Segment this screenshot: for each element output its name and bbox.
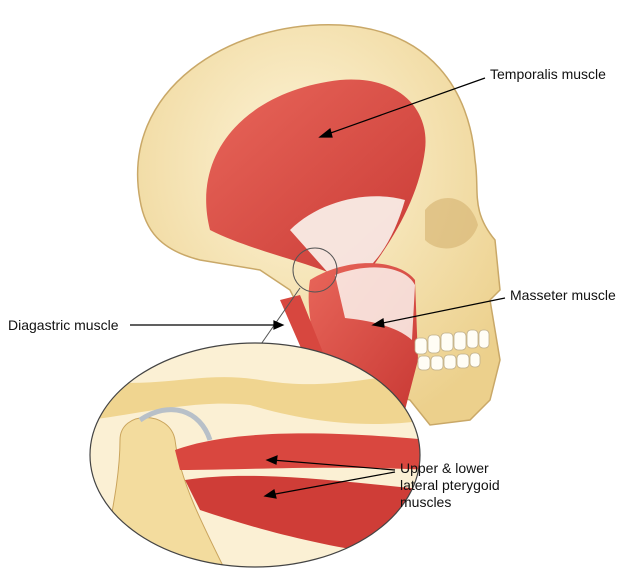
arrowhead (318, 127, 333, 138)
arrowhead (273, 320, 285, 330)
inset-border (89, 342, 421, 568)
pterygoid-leader-lower (269, 471, 396, 496)
label-pterygoid-line1: Upper & lower (400, 460, 489, 476)
masseter-tendon (335, 267, 415, 340)
label-pterygoid: Upper & lower lateral pterygoid muscles (400, 460, 500, 511)
temporalis-tendon (290, 196, 405, 275)
pterygoid-leader-upper (271, 459, 396, 471)
label-pterygoid-line2: lateral pterygoid (400, 477, 500, 493)
masseter-leader (377, 297, 506, 325)
label-diagastric: Diagastric muscle (8, 317, 119, 333)
joint-highlight-circle (292, 247, 338, 293)
label-masseter: Masseter muscle (510, 287, 616, 303)
tmj-inset (90, 343, 420, 567)
label-pterygoid-line3: muscles (400, 494, 452, 510)
arrowhead (371, 318, 385, 328)
eye-socket (425, 198, 478, 249)
arrowhead (265, 455, 278, 465)
temporalis-leader (324, 77, 486, 136)
label-temporalis: Temporalis muscle (490, 66, 606, 82)
teeth (414, 329, 490, 371)
arrowhead (263, 489, 277, 499)
